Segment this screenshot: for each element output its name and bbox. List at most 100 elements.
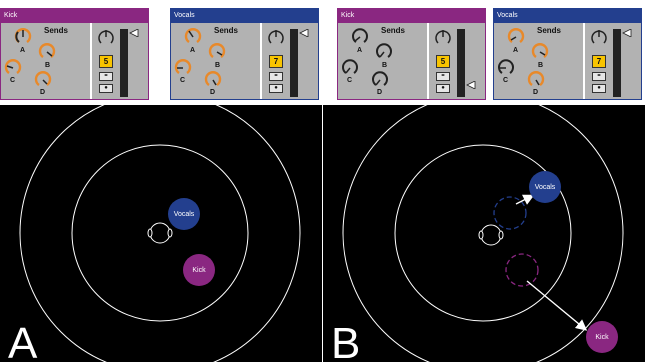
pan-knob[interactable] (434, 28, 452, 46)
panel-letter: B (331, 319, 361, 362)
kick-track-strip: Kick Sends A B C D 5 ⚭ ● (0, 8, 149, 100)
headphones-icon[interactable]: ⚭ (269, 72, 283, 81)
send-d-knob[interactable] (34, 71, 52, 89)
send-c-letter: C (503, 77, 509, 84)
send-c-knob[interactable] (497, 59, 515, 77)
send-c-letter: C (180, 77, 186, 84)
kick-source-label: Kick (192, 267, 206, 274)
headphones-icon[interactable]: ⚭ (592, 72, 606, 81)
vocals-source[interactable] (529, 171, 561, 203)
right-ear-icon (498, 230, 504, 240)
level-meter (120, 29, 128, 97)
vocals-source[interactable] (168, 198, 200, 230)
spatial-field: Vocals Kick B (323, 105, 645, 362)
sends-label: Sends (44, 26, 69, 35)
send-c-knob[interactable] (174, 59, 192, 77)
send-b-letter: B (215, 62, 221, 69)
send-a-knob[interactable] (507, 28, 525, 46)
sends-section: Sends A B C D (497, 25, 581, 96)
send-d-letter: D (40, 89, 46, 96)
send-a-knob[interactable] (351, 28, 369, 46)
track-number-button[interactable]: 5 (99, 55, 113, 68)
volume-triangle-icon[interactable] (129, 29, 139, 37)
volume-triangle-icon[interactable] (466, 81, 476, 89)
send-c-knob[interactable] (4, 59, 22, 77)
vocals-move-arrow (515, 194, 535, 205)
spatial-field: Vocals Kick A (0, 105, 322, 362)
vocals-previous-position (493, 196, 527, 230)
pan-knob[interactable] (590, 28, 608, 46)
headphones-icon[interactable]: ⚭ (436, 72, 450, 81)
volume-triangle-icon[interactable] (299, 29, 309, 37)
send-d-letter: D (377, 89, 383, 96)
record-dot-icon[interactable]: ● (592, 84, 606, 93)
vocals-track-strip: Vocals Sends A B C D 7 ⚭ ● (170, 8, 319, 100)
kick-source-label: Kick (595, 334, 609, 341)
vocals-source-label: Vocals (174, 211, 195, 218)
sends-section: Sends A B C D (341, 25, 425, 96)
track-title[interactable]: Vocals (171, 9, 318, 23)
kick-source[interactable] (183, 254, 215, 286)
outer-ring (342, 105, 624, 362)
divider (427, 23, 429, 99)
pan-knob[interactable] (97, 28, 115, 46)
panel-letter: A (8, 319, 38, 362)
send-b-knob[interactable] (375, 43, 393, 61)
send-b-knob[interactable] (208, 43, 226, 61)
send-d-knob[interactable] (204, 71, 222, 89)
level-meter (613, 29, 621, 97)
send-a-knob[interactable] (184, 28, 202, 46)
send-a-knob[interactable] (14, 28, 32, 46)
record-dot-icon[interactable]: ● (436, 84, 450, 93)
sends-label: Sends (381, 26, 406, 35)
track-number-button[interactable]: 5 (436, 55, 450, 68)
level-meter (290, 29, 298, 97)
outer-ring (19, 105, 301, 362)
sends-section: Sends A B C D (174, 25, 258, 96)
send-b-knob[interactable] (531, 43, 549, 61)
track-title[interactable]: Kick (338, 9, 485, 23)
send-b-letter: B (538, 62, 544, 69)
send-c-knob[interactable] (341, 59, 359, 77)
send-c-letter: C (347, 77, 353, 84)
sends-label: Sends (214, 26, 239, 35)
divider (583, 23, 585, 99)
track-number-button[interactable]: 7 (269, 55, 283, 68)
headphones-icon[interactable]: ⚭ (99, 72, 113, 81)
kick-track-strip: Kick Sends A B C D 5 ⚭ ● (337, 8, 486, 100)
send-a-letter: A (513, 47, 519, 54)
track-title[interactable]: Vocals (494, 9, 641, 23)
track-number-button[interactable]: 7 (592, 55, 606, 68)
volume-triangle-icon[interactable] (622, 29, 632, 37)
divider (260, 23, 262, 99)
kick-move-arrow (526, 280, 588, 331)
send-d-letter: D (533, 89, 539, 96)
vocals-source-label: Vocals (535, 184, 556, 191)
pan-knob[interactable] (267, 28, 285, 46)
send-b-letter: B (45, 62, 51, 69)
panel-a: Kick Sends A B C D 5 ⚭ ● Vocals Sends A … (0, 0, 322, 362)
panel-b: Kick Sends A B C D 5 ⚭ ● Vocals Sends A … (323, 0, 645, 362)
record-dot-icon[interactable]: ● (269, 84, 283, 93)
sends-section: Sends A B C D (4, 25, 88, 96)
record-dot-icon[interactable]: ● (99, 84, 113, 93)
send-d-letter: D (210, 89, 216, 96)
track-title[interactable]: Kick (1, 9, 148, 23)
middle-ring (394, 144, 572, 322)
listener-head-icon (480, 224, 502, 246)
left-ear-icon (478, 230, 484, 240)
middle-ring (71, 144, 249, 322)
send-a-letter: A (190, 47, 196, 54)
send-a-letter: A (20, 47, 26, 54)
kick-source[interactable] (586, 321, 618, 353)
sends-label: Sends (537, 26, 562, 35)
vocals-track-strip: Vocals Sends A B C D 7 ⚭ ● (493, 8, 642, 100)
left-ear-icon (147, 228, 153, 238)
send-d-knob[interactable] (371, 71, 389, 89)
send-c-letter: C (10, 77, 16, 84)
send-d-knob[interactable] (527, 71, 545, 89)
level-meter (457, 29, 465, 97)
kick-previous-position (505, 253, 539, 287)
send-b-letter: B (382, 62, 388, 69)
send-b-knob[interactable] (38, 43, 56, 61)
